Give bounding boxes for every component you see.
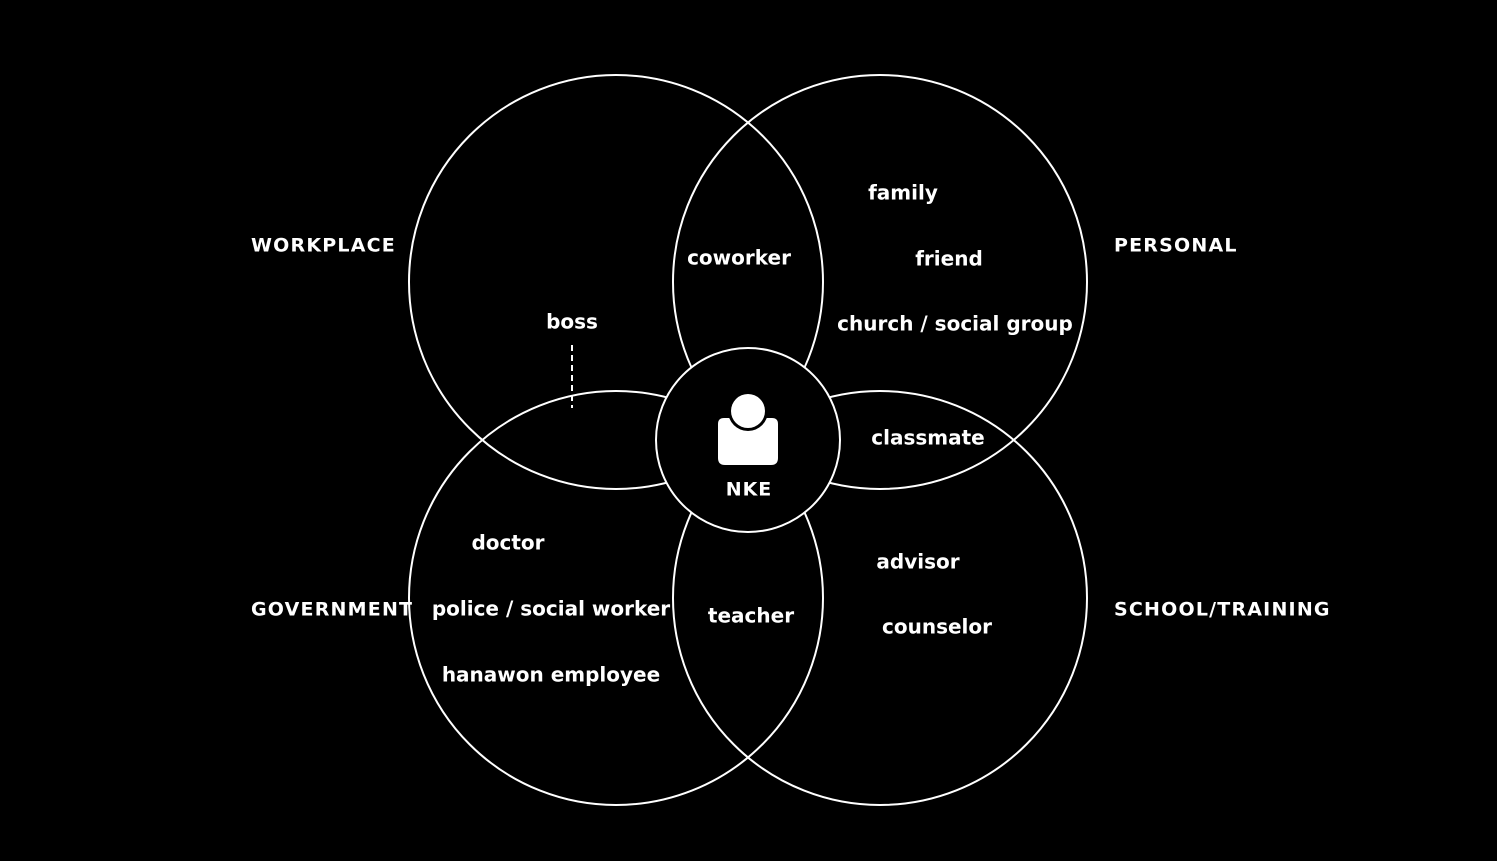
government-circle xyxy=(408,390,824,806)
role-counselor: counselor xyxy=(882,615,992,639)
school-training-circle xyxy=(672,390,1088,806)
category-workplace: WORKPLACE xyxy=(251,235,396,257)
role-boss: boss xyxy=(546,310,598,334)
center-label: NKE xyxy=(726,479,773,501)
category-government: GOVERNMENT xyxy=(251,599,413,621)
workplace-circle xyxy=(408,74,824,490)
personal-circle xyxy=(672,74,1088,490)
category-personal: PERSONAL xyxy=(1114,235,1238,257)
role-doctor: doctor xyxy=(471,531,544,555)
role-friend: friend xyxy=(915,247,983,271)
role-coworker: coworker xyxy=(687,246,791,270)
role-classmate: classmate xyxy=(871,426,984,450)
role-teacher: teacher xyxy=(708,604,794,628)
role-family: family xyxy=(868,181,938,205)
person-icon xyxy=(718,391,778,465)
category-school-training: SCHOOL/TRAINING xyxy=(1114,599,1331,621)
role-police-social-worker: police / social worker xyxy=(432,597,670,621)
role-church-social-group: church / social group xyxy=(837,312,1073,336)
role-hanawon-employee: hanawon employee xyxy=(442,663,660,687)
role-advisor: advisor xyxy=(876,550,959,574)
